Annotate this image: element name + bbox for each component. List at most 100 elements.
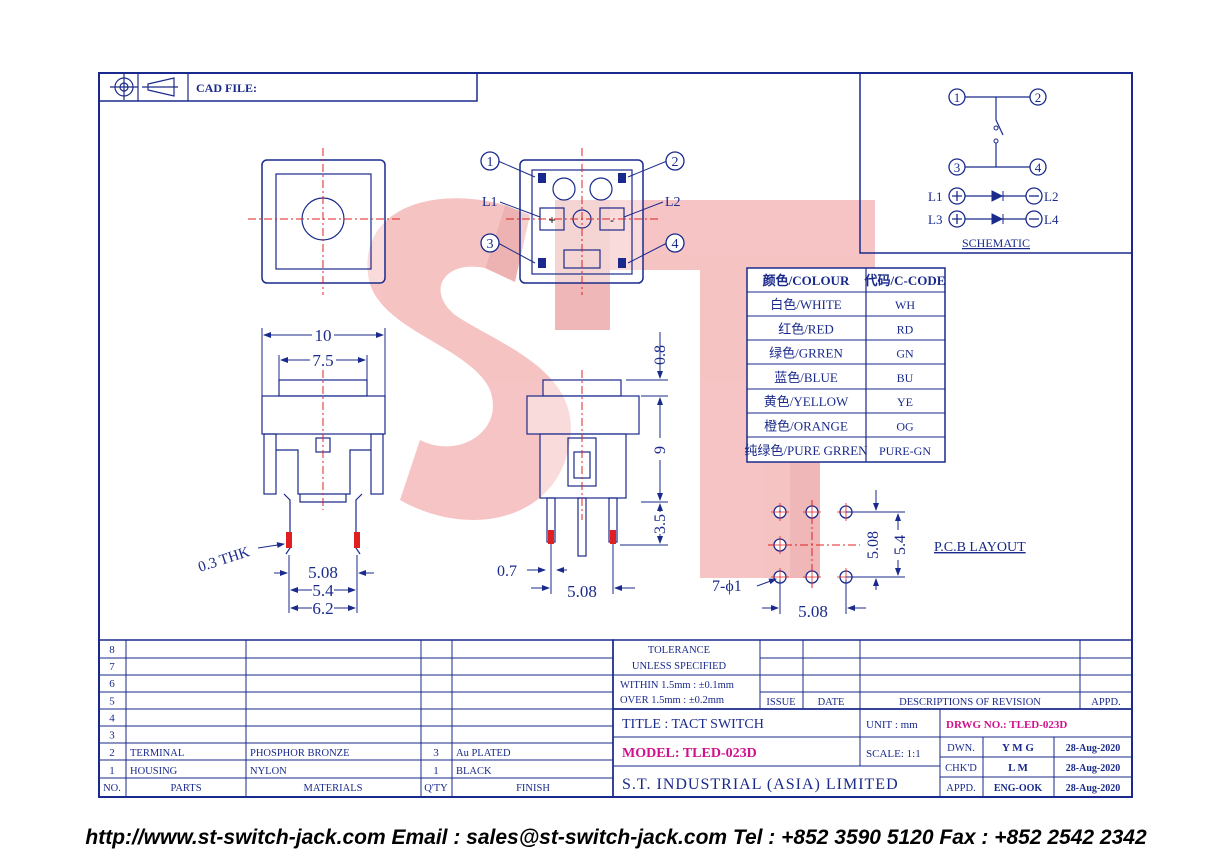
schematic-pin-4: 4 [1029,158,1047,176]
watermark-text: ST [0,0,2,1]
bom-item-2: 2 TERMINAL PHOSPHOR BRONZE 3 Au PLATED [109,747,511,759]
chk-name: L M [1008,762,1028,774]
bottom-pin-2: 2 [665,151,685,171]
rev-issue: ISSUE [766,697,795,708]
tolerance-within: WITHIN 1.5mm : ±0.1mm [620,680,734,691]
tolerance-title: TOLERANCE [648,645,710,656]
bom-row-number: 4 [109,712,115,724]
svg-text:4: 4 [672,237,679,252]
unit: UNIT : mm [866,719,918,731]
rev-appd: APPD. [1091,697,1120,708]
svg-text:2: 2 [672,155,679,170]
svg-text:L2: L2 [1044,189,1058,204]
bom-row-number: 8 [109,644,115,656]
colour-code: BU [897,371,914,385]
bottom-pin-1: 1 [480,151,500,171]
dim-pcb-v2: 5.4 [892,535,909,555]
colour-code: GN [896,347,914,361]
svg-text:1: 1 [109,765,115,777]
pcb-layout [756,490,905,614]
svg-text:FINISH: FINISH [516,783,550,794]
bottom-led-l2: L2 [665,195,681,210]
code-header: 代码/C-CODE [864,273,946,288]
colour-name: 蓝色/BLUE [774,370,838,385]
svg-text:PHOSPHOR BRONZE: PHOSPHOR BRONZE [250,748,349,759]
bottom-pin-4: 4 [665,233,685,253]
dim-body-height: 9 [652,446,669,454]
appd-name: ENG-OOK [994,783,1043,794]
dim-side-width: 10 [315,326,332,345]
company-name: S.T. INDUSTRIAL (ASIA) LIMITED [622,776,899,793]
svg-text:TERMINAL: TERMINAL [130,748,184,759]
colour-name: 白色/WHITE [770,297,842,312]
drawing-title: TITLE : TACT SWITCH [622,717,764,732]
dwn-label: DWN. [947,743,975,754]
projection-symbol-icon [110,74,178,100]
svg-text:L3: L3 [928,212,942,227]
plus-icon: + [548,213,555,227]
bom-row-number: 3 [109,730,115,742]
colour-code: RD [897,322,914,336]
dwn-date: 28-Aug-2020 [1066,743,1120,754]
contact-footer: http://www.st-switch-jack.com Email : sa… [85,826,1147,849]
svg-text:HOUSING: HOUSING [130,766,178,777]
model-number: MODEL: TLED-023D [622,746,757,761]
switch-contact-dots [993,125,999,144]
svg-text:NYLON: NYLON [250,766,287,777]
diode-icon [991,213,1004,225]
colour-name: 纯绿色/PURE GRREN [744,443,868,458]
dim-pcb-h: 5.08 [798,602,828,621]
tolerance-revision-block [612,639,1133,710]
colour-code: OG [896,420,914,434]
bottom-led-l1: L1 [482,195,498,210]
svg-text:Q'TY: Q'TY [424,783,448,794]
bom-row-number: 6 [109,678,115,690]
colour-name: 橙色/ORANGE [764,419,848,434]
schematic-box: 1 2 3 4 L1 L2 L3 L4 SCHEMATIC [859,72,1133,254]
diode-icon [991,190,1004,202]
svg-text:1: 1 [954,90,961,105]
dwn-name: Y M G [1002,742,1034,754]
svg-text:2: 2 [1035,90,1042,105]
schematic-led-row-1: L1 L2 [928,187,1058,205]
drawing-number: DRWG NO.: TLED-023D [946,719,1067,731]
schematic-pin-2: 2 [1029,88,1047,106]
dim-pitch-a: 5.08 [308,563,338,582]
svg-text:1: 1 [487,155,494,170]
dim-thickness: 0.3 THK [196,544,252,576]
bom-item-1: 1 HOUSING NYLON 1 BLACK [109,765,492,777]
rev-date: DATE [818,697,845,708]
appd-label: APPD. [946,783,975,794]
pcb-label: P.C.B LAYOUT [934,540,1026,555]
bottom-pin-3: 3 [480,233,500,253]
side-view [261,370,386,555]
colour-name: 黄色/YELLOW [764,394,849,409]
svg-text:3: 3 [487,237,494,252]
colour-name: 红色/RED [778,321,834,336]
colour-code: PURE-GN [879,444,931,458]
dim-pin-width: 0.7 [497,563,517,580]
svg-text:NO.: NO. [103,783,121,794]
dim-cap-height: 0.8 [652,345,669,365]
dim-pcb-v1: 5.08 [865,531,882,559]
title-block [612,708,1133,798]
svg-text:L4: L4 [1044,212,1059,227]
chk-date: 28-Aug-2020 [1066,763,1120,774]
tolerance-over: OVER 1.5mm : ±0.2mm [620,695,724,706]
appd-date: 28-Aug-2020 [1066,783,1120,794]
schematic-led-row-2: L3 L4 [928,210,1059,228]
dim-pitch-c: 6.2 [312,599,333,618]
dim-front-pitch: 5.08 [567,582,597,601]
bom-header: NO. PARTS MATERIALS Q'TY FINISH [103,783,550,794]
dim-side-cap: 7.5 [312,351,333,370]
svg-text:Au PLATED: Au PLATED [456,748,511,759]
chk-label: CHK'D [945,763,977,774]
svg-text:1: 1 [433,765,439,777]
schematic-pin-3: 3 [948,158,966,176]
svg-text:3: 3 [954,160,961,175]
schematic-pin-1: 1 [948,88,966,106]
front-view [526,370,640,557]
side-dimensions [257,328,386,613]
